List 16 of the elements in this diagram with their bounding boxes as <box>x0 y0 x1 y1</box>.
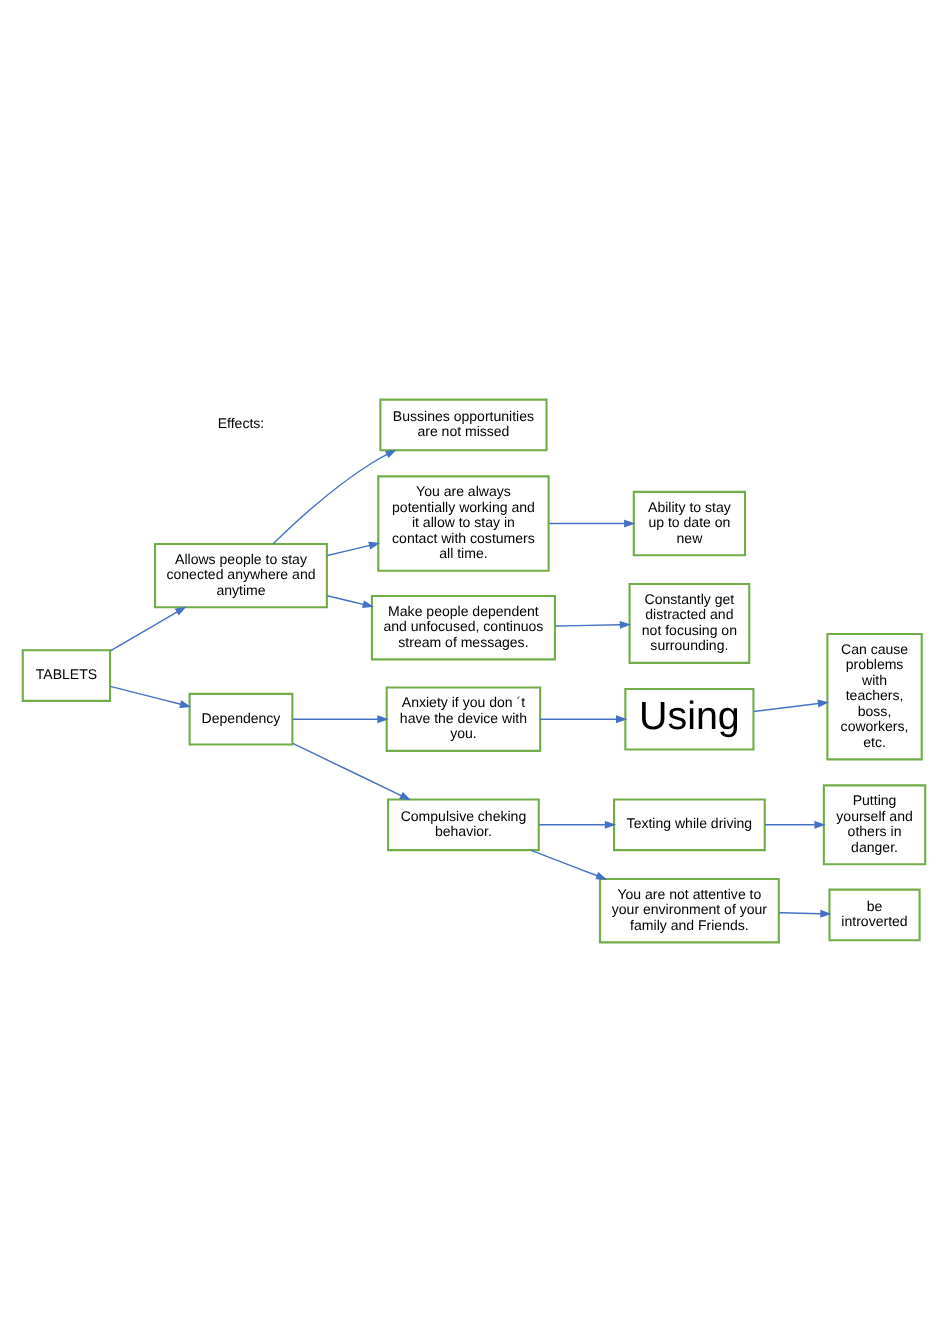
arrow <box>554 619 632 628</box>
arrow <box>539 714 628 723</box>
node-box: Using <box>624 686 755 750</box>
arrow <box>292 714 389 723</box>
arrow <box>109 684 192 707</box>
arrow <box>538 819 617 828</box>
arrow <box>326 594 374 608</box>
arrow <box>292 741 412 800</box>
arrow <box>752 698 830 712</box>
arrow <box>272 448 397 544</box>
arrow <box>764 819 826 828</box>
arrow <box>109 605 187 651</box>
arrow <box>548 518 636 527</box>
arrow <box>326 540 381 556</box>
arrow <box>530 848 608 879</box>
arrow <box>778 908 832 917</box>
